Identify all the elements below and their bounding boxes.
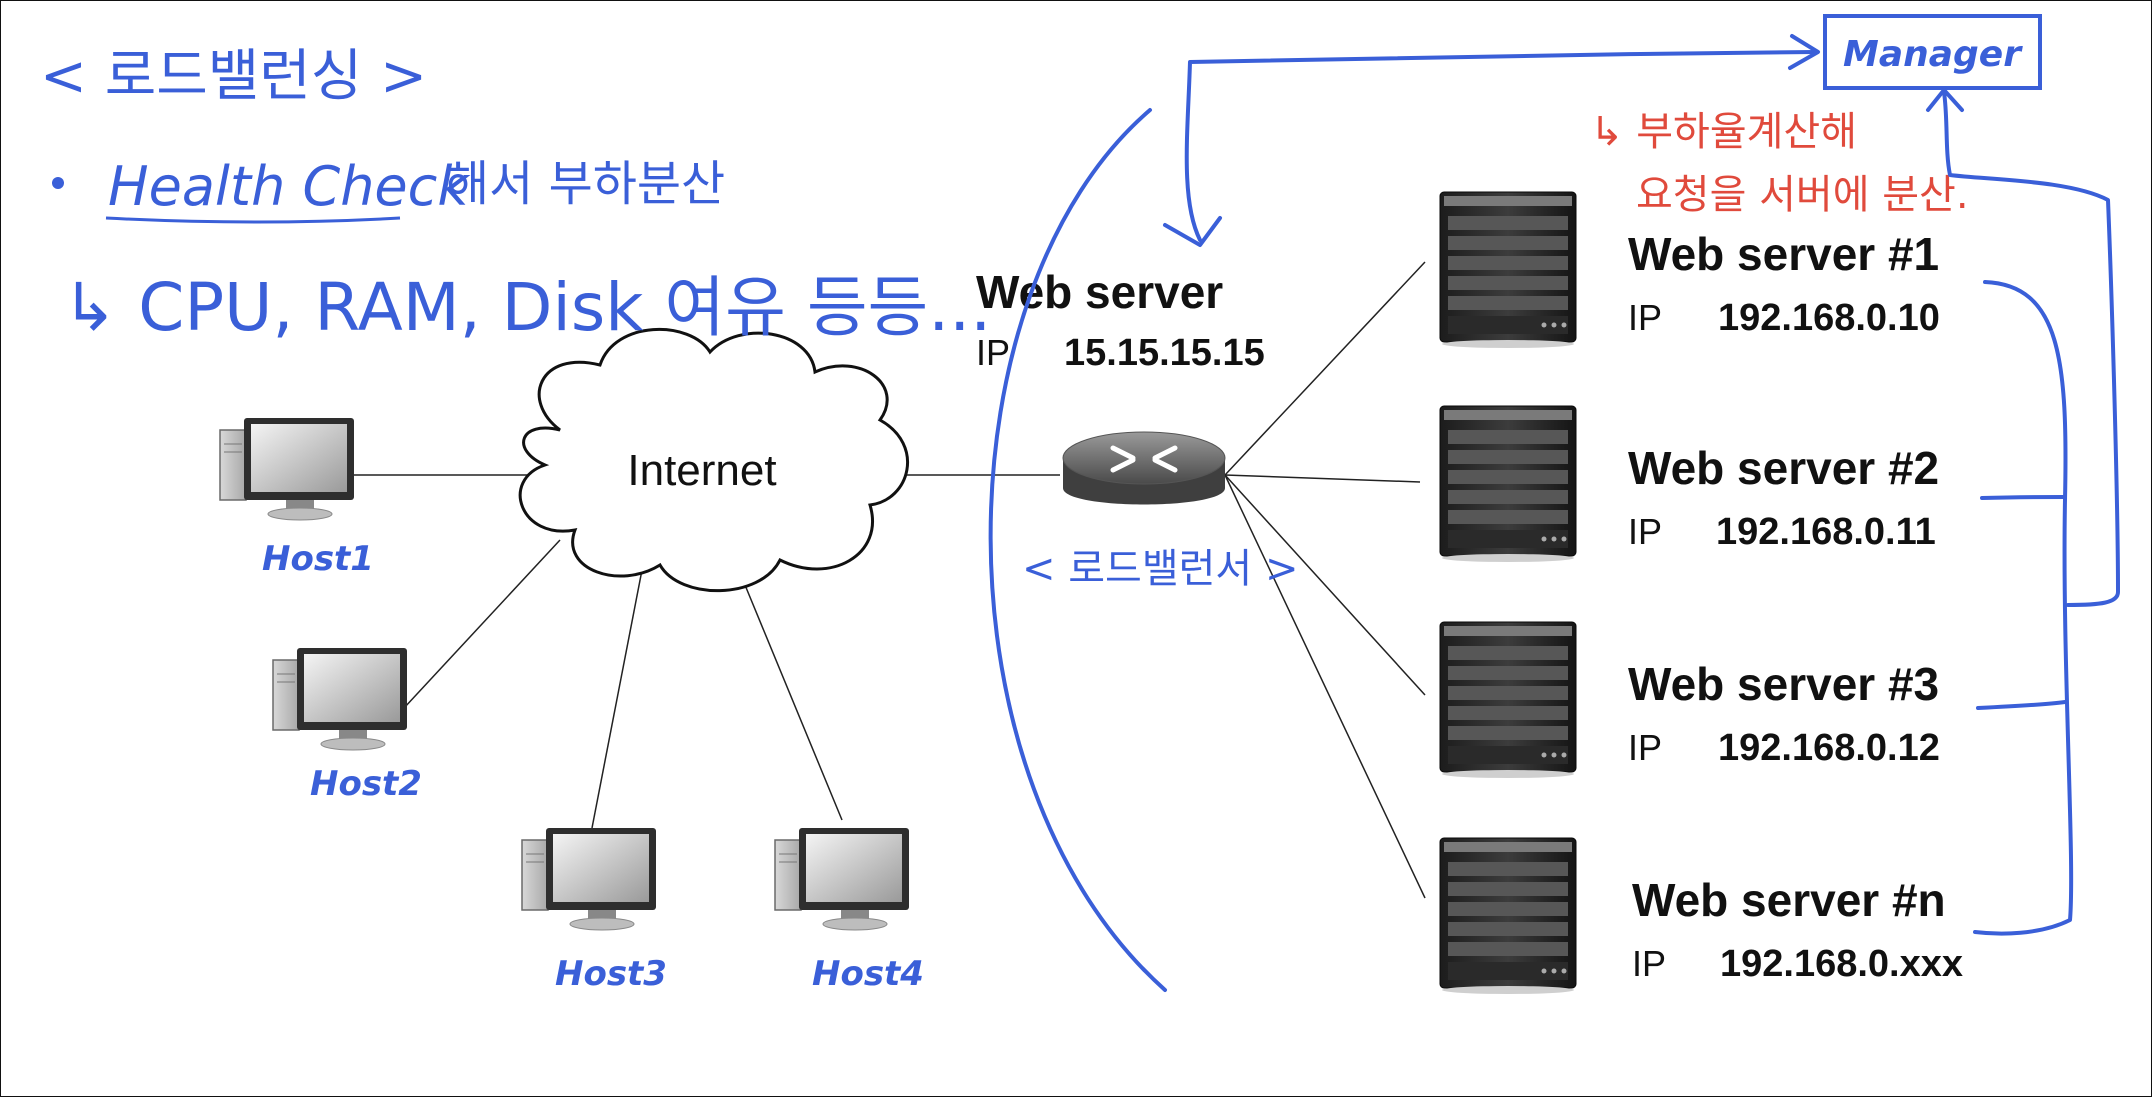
lb-to-manager-arrow [1184,50,1817,242]
server-n-icon [1439,837,1577,995]
host2-label: Host2 [310,764,422,804]
network-links [354,261,1426,899]
server-1-ip-value: 192.168.0.10 [1718,297,1940,339]
note-resources: ↳ CPU, RAM, Disk 여유 등등... [62,269,991,346]
host3-computer [521,827,657,931]
server-n-ip-label: IP [1632,943,1666,984]
server-n-ip-value: 192.168.0.xxx [1720,943,1963,985]
host4-computer [774,827,910,931]
note-bullet-rest: 해서 부하분산 [445,156,725,212]
bracket-to-manager [1942,90,2120,607]
host4-label: Host4 [812,954,924,994]
load-balancer-router [1062,431,1226,505]
server-1-name: Web server #1 [1628,228,1939,280]
note-title: < 로드밸런싱 > [40,44,427,109]
server-1-icon [1439,191,1577,349]
host1-computer [219,417,355,521]
server-2-name: Web server #2 [1628,442,1939,494]
server-3-icon [1439,621,1577,779]
lb-ip-value: 15.15.15.15 [1064,332,1265,374]
note-bullet [52,177,64,189]
lb-caption: < 로드밸런서 > [1022,546,1298,592]
servers-bracket [1973,280,2074,936]
server-3-ip-value: 192.168.0.12 [1718,727,1940,769]
internet-cloud: Internet [518,327,909,593]
note-health-check: Health Check [108,155,471,218]
internet-label: Internet [627,446,776,495]
server-2-ip-label: IP [1628,511,1662,552]
note-load-calc-1: ↳ 부하율계산해 [1590,109,1857,155]
lb-boundary-arc [988,108,1167,992]
health-check-underline [105,216,401,224]
server-2-ip-value: 192.168.0.11 [1716,511,1936,553]
server-1-ip-label: IP [1628,297,1662,338]
server-3-name: Web server #3 [1628,658,1939,710]
note-load-calc-2: 요청을 서버에 분산. [1636,172,1969,218]
lb-title: Web server [976,266,1223,318]
server-n-name: Web server #n [1632,874,1946,926]
manager-label: Manager [1843,34,2023,75]
handdrawn-annotations [988,34,2120,992]
server-3-ip-label: IP [1628,727,1662,768]
manager-box [1823,14,2042,90]
host2-computer [272,647,408,751]
host1-label: Host1 [262,539,374,579]
host3-label: Host3 [555,954,667,994]
server-2-icon [1439,405,1577,563]
lb-ip-label: IP [976,332,1010,373]
